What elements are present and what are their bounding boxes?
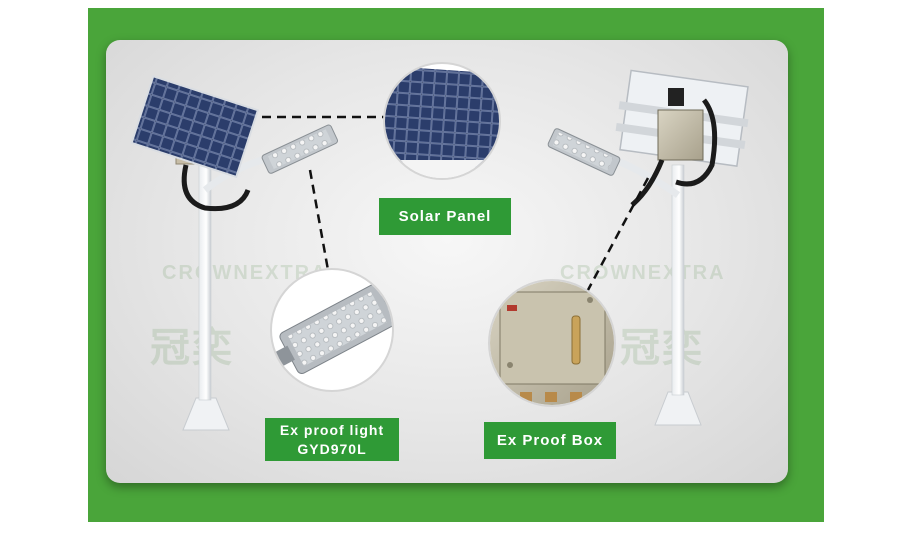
connector-light bbox=[308, 169, 330, 271]
right-street-light bbox=[547, 69, 749, 426]
watermark-chinese-left: 冠奕 bbox=[150, 326, 234, 370]
left-street-light bbox=[130, 75, 338, 431]
ex-proof-light-label-line1: Ex proof light bbox=[279, 421, 385, 438]
ex-proof-box-label: Ex Proof Box bbox=[484, 422, 616, 459]
connector-box bbox=[586, 177, 650, 291]
ex-proof-box-closeup bbox=[488, 279, 616, 407]
ex-proof-light-label: Ex proof light GYD970L bbox=[265, 418, 399, 461]
ex-proof-light-closeup bbox=[270, 268, 394, 392]
ex-proof-box-label-text: Ex Proof Box bbox=[496, 432, 604, 449]
ex-proof-light-label-line2: GYD970L bbox=[297, 440, 367, 457]
solar-panel-label: Solar Panel bbox=[379, 198, 511, 235]
solar-panel-closeup bbox=[383, 62, 501, 180]
solar-panel-label-text: Solar Panel bbox=[398, 208, 492, 225]
watermark-chinese-right: 冠奕 bbox=[620, 326, 704, 370]
